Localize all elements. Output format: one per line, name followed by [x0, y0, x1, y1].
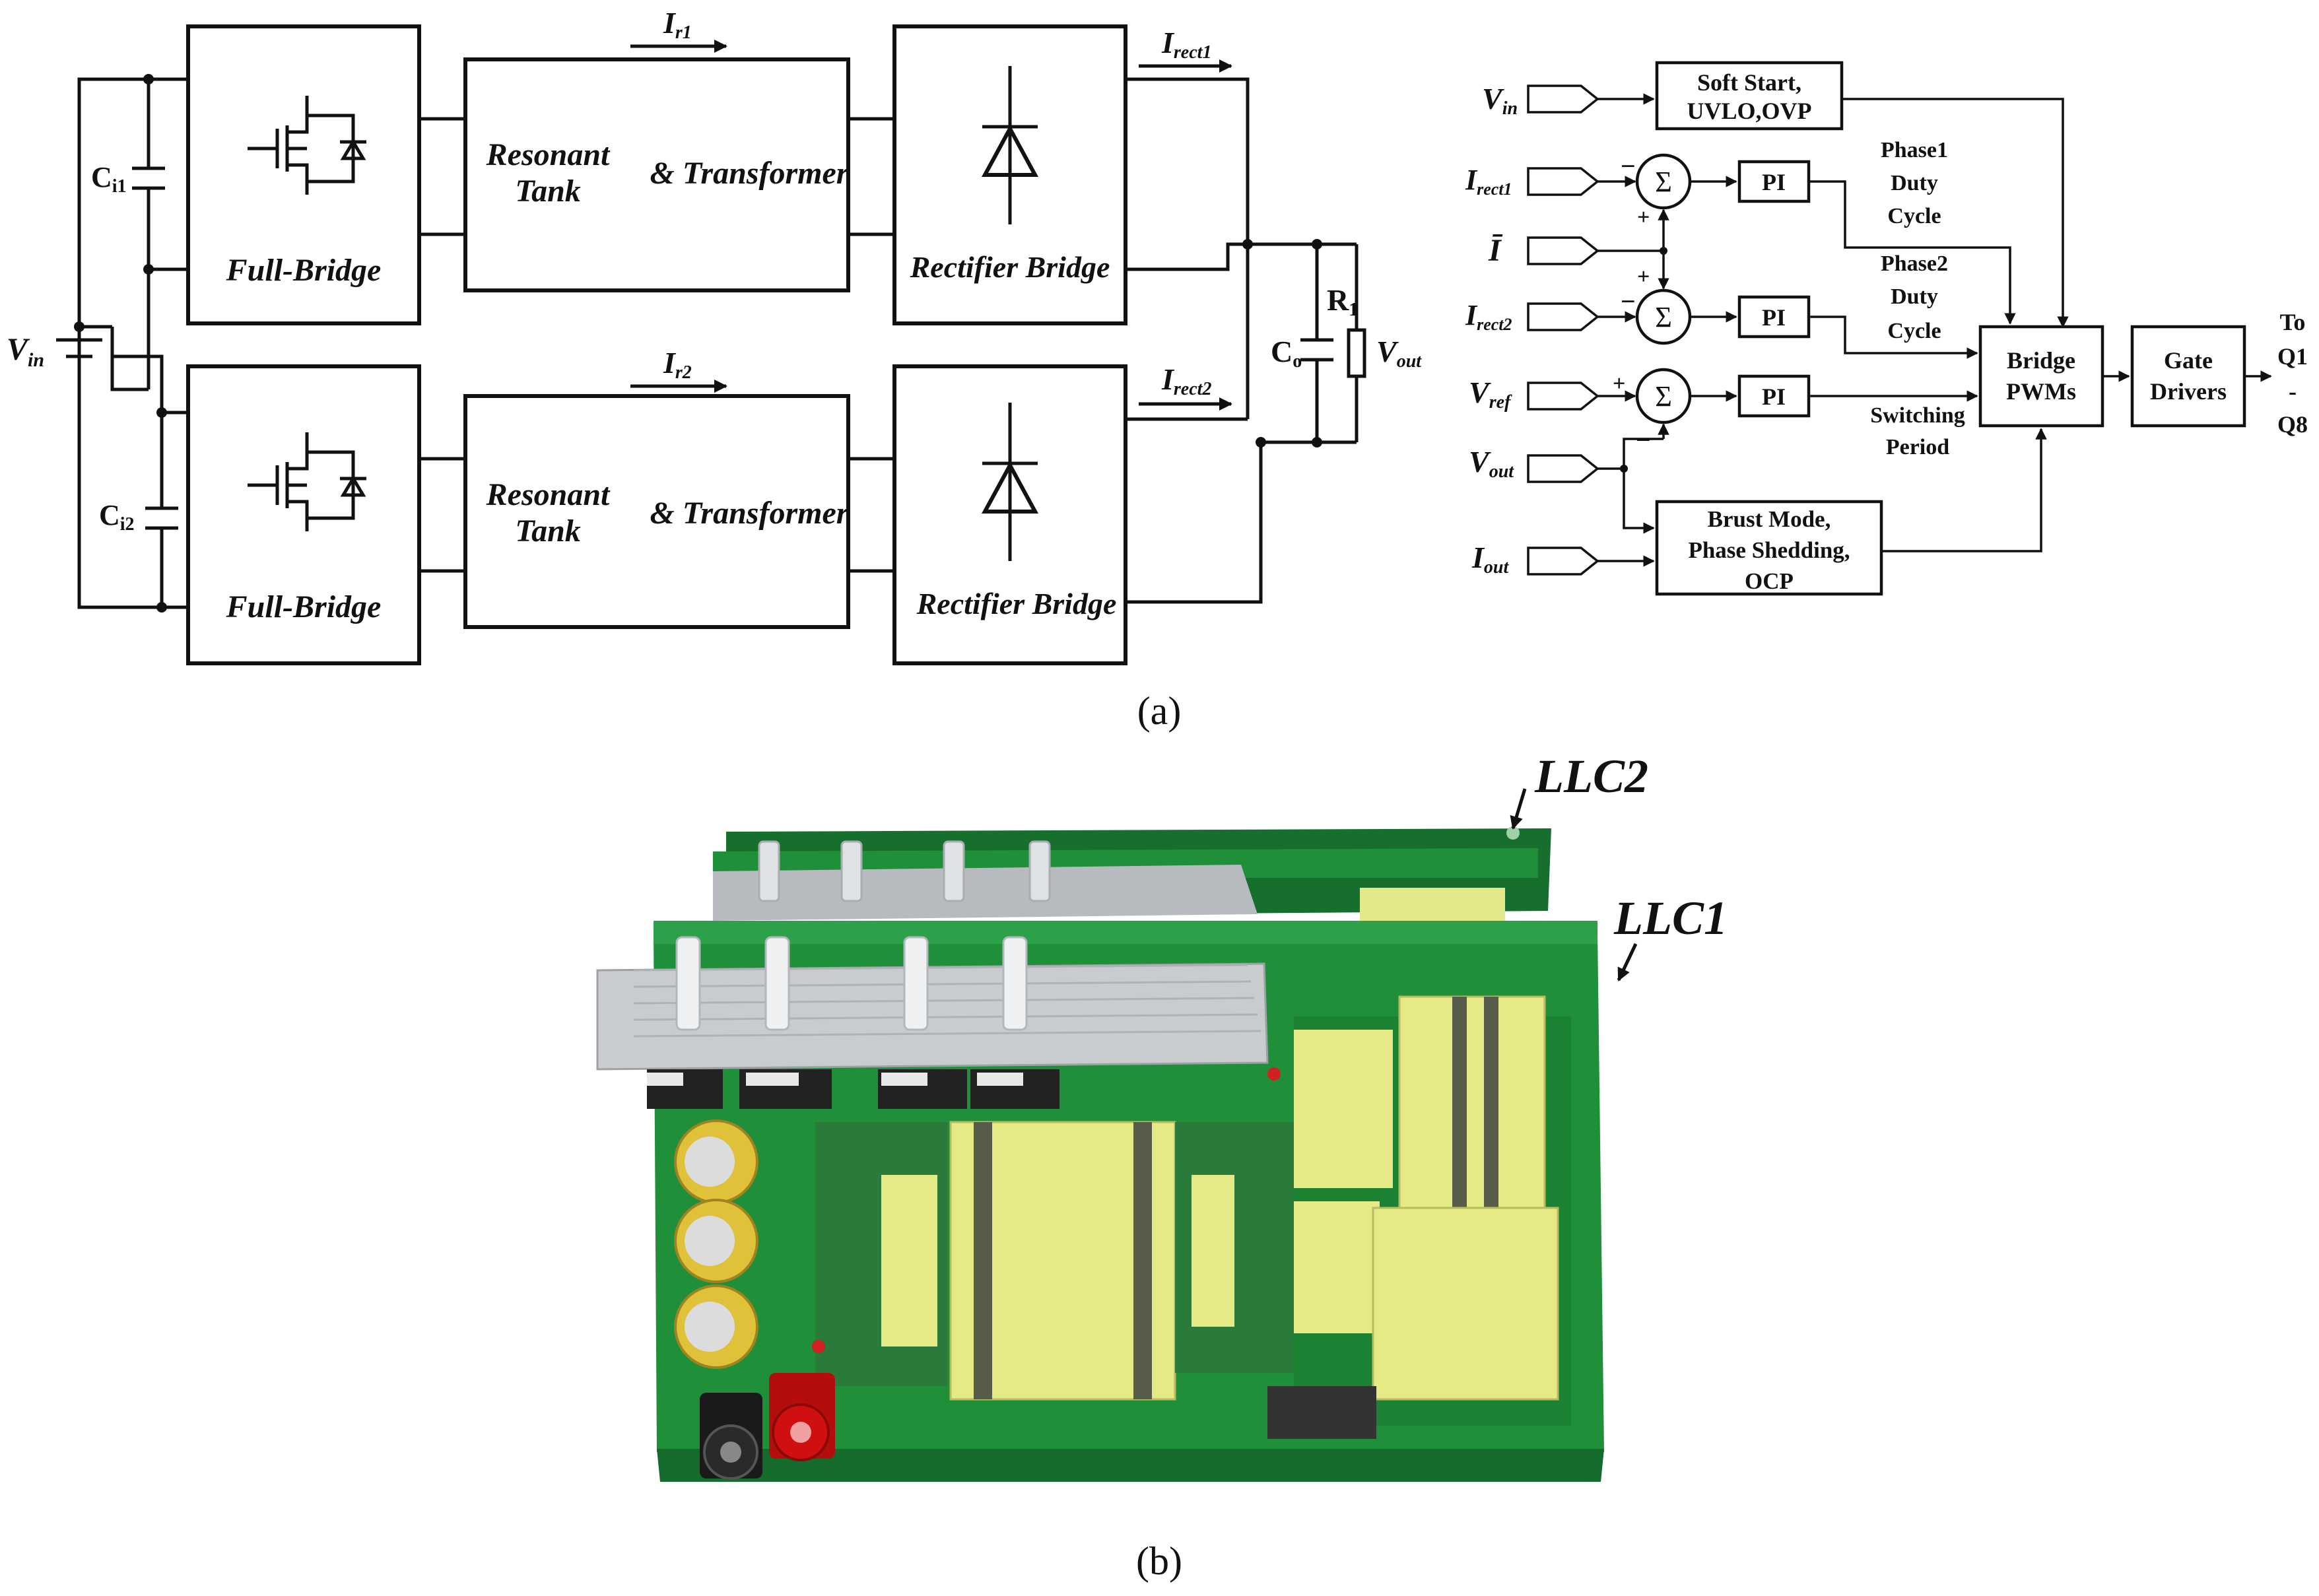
hardware-photo: LLC2 LLC1	[596, 750, 1728, 1482]
vin-input-label: Vin	[1482, 82, 1518, 119]
bridge-pwms-box	[1978, 325, 2104, 428]
power-schematic: Vin Ci1 Ci2 Full-Bridge Resonant Tank & …	[7, 6, 1422, 665]
transformer-2-label: & Transformer	[650, 496, 850, 531]
vref-input-label: Vref	[1469, 376, 1512, 413]
llc2-board	[713, 826, 1551, 927]
co-label: Co	[1271, 335, 1302, 372]
switching-line1: Switching	[1870, 403, 1965, 428]
terminal-icon	[700, 1373, 835, 1480]
ir2-label: Ir2	[663, 346, 692, 383]
tank-1-label: Tank	[515, 174, 581, 209]
sign-minus-3: −	[1636, 425, 1651, 455]
vin-label: Vin	[7, 332, 44, 371]
phase1-line3: Cycle	[1887, 204, 1941, 228]
rectifier-2-label: Rectifier Bridge	[916, 587, 1117, 620]
gate-line2: Drivers	[2150, 378, 2227, 405]
to-line3: -	[2289, 378, 2297, 405]
phase2-line1: Phase2	[1881, 251, 1948, 276]
ci1-label: Ci1	[91, 161, 127, 197]
llc2-label: LLC2	[1534, 750, 1648, 803]
sum-symbol-3: Σ	[1655, 380, 1672, 413]
phase2-line3: Cycle	[1887, 319, 1941, 343]
mosfet-icon	[248, 96, 366, 195]
pi-block-2	[1737, 295, 1811, 339]
pi-label-2: PI	[1762, 304, 1786, 331]
input-wiring	[56, 74, 188, 613]
diode-icon	[981, 403, 1039, 561]
burst-line2: Phase Shedding,	[1688, 537, 1850, 563]
irect2-label: Irect2	[1161, 362, 1211, 399]
mosfet-icon	[248, 432, 366, 531]
to-line4: Q8	[2277, 411, 2308, 438]
llc1-label: LLC1	[1613, 892, 1728, 945]
full-bridge-2-label: Full-Bridge	[226, 589, 382, 624]
phase2-line2: Duty	[1891, 284, 1938, 309]
gate-drivers-box	[2130, 325, 2246, 428]
transformer-1-label: & Transformer	[650, 156, 850, 191]
sign-plus-2: +	[1637, 265, 1650, 289]
irect1-label: Irect1	[1161, 26, 1211, 63]
r1-label: R1	[1327, 283, 1358, 320]
sign-plus-1: +	[1637, 205, 1650, 230]
ci2-label: Ci2	[99, 499, 135, 535]
to-line2: Q1	[2277, 343, 2308, 370]
burst-mode-box	[1655, 500, 1883, 596]
gate-line1: Gate	[2164, 347, 2213, 374]
ibar-input-label: Ī	[1488, 233, 1503, 268]
sum-symbol-2: Σ	[1655, 301, 1672, 333]
sign-minus-1: −	[1621, 151, 1636, 181]
capacitor-icon	[674, 1119, 758, 1369]
full-bridge-1-box	[186, 24, 421, 325]
switching-line2: Period	[1886, 435, 1949, 459]
full-bridge-2-box	[186, 364, 421, 665]
pi-label-1: PI	[1762, 169, 1786, 195]
sum-symbol-1: Σ	[1655, 166, 1672, 198]
irect1-input-label: Irect1	[1465, 164, 1512, 199]
soft-start-line2: UVLO,OVP	[1687, 98, 1812, 124]
soft-start-box	[1655, 61, 1844, 131]
resonant-2-label: Resonant	[486, 477, 611, 512]
output-wiring	[1126, 77, 1366, 604]
bridge-line2: PWMs	[2006, 378, 2076, 405]
phase1-line1: Phase1	[1881, 138, 1948, 162]
phase1-line2: Duty	[1891, 171, 1938, 195]
pi-label-3: PI	[1762, 383, 1786, 410]
ir1-label: Ir1	[663, 6, 692, 43]
bridge-line1: Bridge	[2007, 347, 2075, 374]
vout-input-label: Vout	[1469, 445, 1514, 482]
resonant-tank-2-box	[463, 394, 850, 629]
tank-2-label: Tank	[515, 514, 581, 549]
control-diagram: Vin Irect1 Ī Irect2 Vref Vout Iout Soft …	[1465, 61, 2308, 596]
pi-block-1	[1737, 160, 1811, 203]
diode-icon	[981, 66, 1039, 224]
soft-start-line1: Soft Start,	[1697, 69, 1801, 96]
burst-line3: OCP	[1745, 568, 1794, 594]
irect2-input-label: Irect2	[1465, 299, 1512, 334]
sign-minus-2: −	[1621, 286, 1636, 316]
full-bridge-1-label: Full-Bridge	[226, 253, 382, 288]
iout-input-label: Iout	[1471, 541, 1509, 578]
resonant-1-label: Resonant	[486, 137, 611, 172]
vout-label: Vout	[1376, 335, 1422, 372]
rectifier-1-label: Rectifier Bridge	[910, 250, 1110, 284]
input-ports	[1527, 84, 1599, 576]
resonant-tank-1-box	[463, 57, 850, 292]
llc1-board	[596, 921, 1604, 1482]
caption-b: (b)	[1136, 1539, 1182, 1583]
caption-a: (a)	[1137, 689, 1182, 733]
to-line1: To	[2280, 309, 2306, 335]
burst-line1: Brust Mode,	[1708, 506, 1831, 532]
sign-plus-3: +	[1613, 372, 1625, 396]
